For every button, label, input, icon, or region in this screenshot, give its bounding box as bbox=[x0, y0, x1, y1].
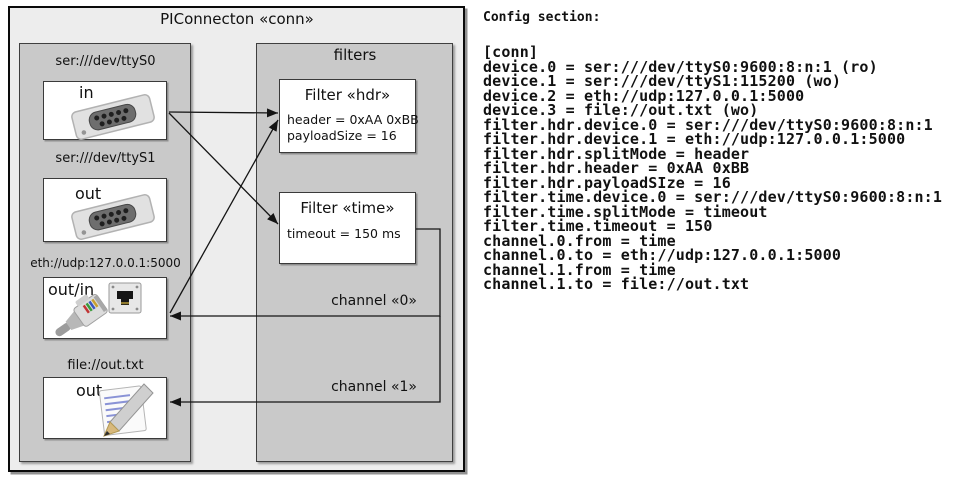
config-line: filter.time.device.0 = ser:///dev/ttyS0:… bbox=[483, 188, 943, 206]
filter-prop: header = 0xAA 0xBB bbox=[287, 112, 419, 127]
config-line: [conn] bbox=[483, 43, 539, 61]
config-line: device.0 = ser:///dev/ttyS0:9600:8:n:1 (… bbox=[483, 57, 878, 76]
ethernet-port-icon bbox=[108, 282, 142, 314]
device-role-label: in bbox=[79, 83, 94, 102]
device-box-file: out bbox=[43, 377, 167, 439]
device-uri-file: file://out.txt bbox=[67, 358, 144, 373]
notepad-icon bbox=[98, 383, 154, 437]
device-box-ttys0: in bbox=[43, 81, 167, 140]
device-role-label: out bbox=[76, 381, 103, 400]
filter-title: Filter «hdr» bbox=[304, 86, 391, 104]
config-line: device.3 = file://out.txt (wo) bbox=[483, 101, 759, 119]
config-line: filter.hdr.device.1 = eth://udp:127.0.0.… bbox=[483, 130, 906, 148]
device-role-label: out bbox=[75, 184, 102, 203]
config-line: filter.time.splitMode = timeout bbox=[483, 202, 768, 221]
device-box-ttys1: out bbox=[43, 178, 167, 242]
config-line: filter.hdr.device.0 = ser:///dev/ttyS0:9… bbox=[483, 115, 933, 134]
config-line: filter.hdr.payloadSIze = 16 bbox=[483, 173, 731, 192]
config-line: filter.hdr.splitMode = header bbox=[483, 144, 750, 163]
diagram-title: PIConnecton «conn» bbox=[160, 10, 314, 28]
config-line: filter.time.timeout = 150 bbox=[483, 217, 713, 235]
filter-title: Filter «time» bbox=[300, 199, 395, 217]
config-line: channel.1.from = time bbox=[483, 260, 676, 279]
filter-prop: payloadSize = 16 bbox=[287, 128, 397, 143]
device-box-eth: out/in bbox=[43, 277, 167, 339]
serial-connector-icon bbox=[71, 94, 155, 140]
device-uri-ttys1: ser:///dev/ttyS1 bbox=[55, 151, 156, 166]
config-line: device.1 = ser:///dev/ttyS1:115200 (wo) bbox=[483, 72, 842, 90]
config-line: channel.0.to = eth://udp:127.0.0.1:5000 bbox=[483, 246, 842, 264]
ethernet-plug-icon bbox=[55, 294, 108, 337]
config-section-heading: Config section: bbox=[483, 10, 601, 25]
channel-0-label: channel «0» bbox=[331, 293, 417, 309]
config-line: device.2 = eth://udp:127.0.0.1:5000 bbox=[483, 86, 805, 105]
device-uri-eth: eth://udp:127.0.0.1:5000 bbox=[30, 256, 181, 270]
channel-1-label: channel «1» bbox=[331, 379, 417, 395]
config-line: channel.0.from = time bbox=[483, 231, 676, 250]
filters-panel-label: filters bbox=[333, 46, 377, 64]
serial-connector-icon bbox=[71, 194, 155, 240]
filter-box-hdr: Filter «hdr» header = 0xAA 0xBB payloadS… bbox=[279, 79, 419, 153]
config-section-body: [conn] device.0 = ser:///dev/ttyS0:9600:… bbox=[483, 45, 942, 292]
config-line: channel.1.to = file://out.txt bbox=[483, 275, 750, 293]
config-line: filter.hdr.header = 0xAA 0xBB bbox=[483, 159, 750, 177]
device-uri-ttys0: ser:///dev/ttyS0 bbox=[55, 54, 156, 69]
filter-prop: timeout = 150 ms bbox=[287, 226, 401, 241]
filter-box-time: Filter «time» timeout = 150 ms bbox=[279, 192, 416, 264]
device-role-label: out/in bbox=[48, 280, 95, 299]
